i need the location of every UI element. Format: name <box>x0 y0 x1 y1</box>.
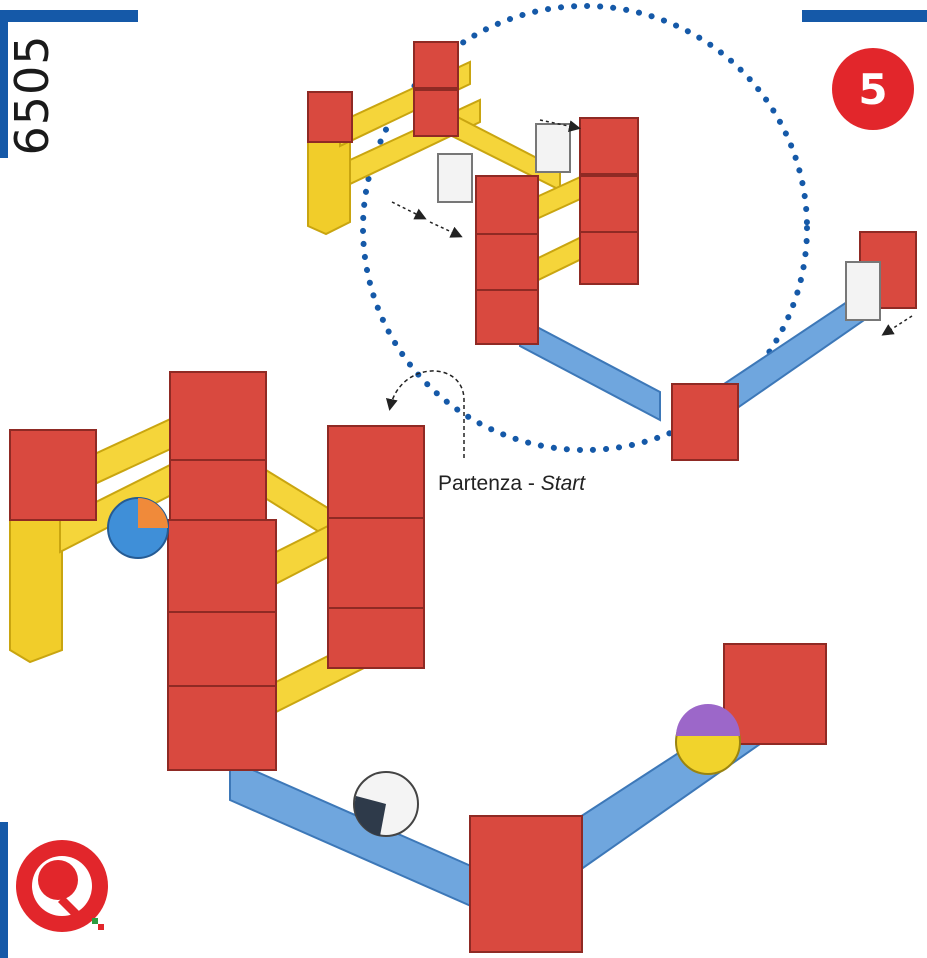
top-left-brand-bar <box>0 10 138 22</box>
bottom-left-brand-bar <box>0 822 8 958</box>
top-right-brand-bar <box>802 10 927 22</box>
start-label-italian: Partenza <box>438 472 523 495</box>
start-label: Partenza - Start <box>438 472 585 496</box>
left-brand-bar <box>0 10 8 158</box>
arrow-icon <box>385 370 465 458</box>
step-number: 5 <box>858 64 888 114</box>
start-label-separator: - <box>522 472 541 495</box>
start-label-english: Start <box>540 472 586 495</box>
zoom-circle <box>360 3 810 453</box>
upper-assembly <box>307 41 917 461</box>
step-badge-icon: 5 <box>832 48 914 130</box>
brand-logo-icon <box>16 840 108 932</box>
lower-assembly <box>9 371 827 953</box>
